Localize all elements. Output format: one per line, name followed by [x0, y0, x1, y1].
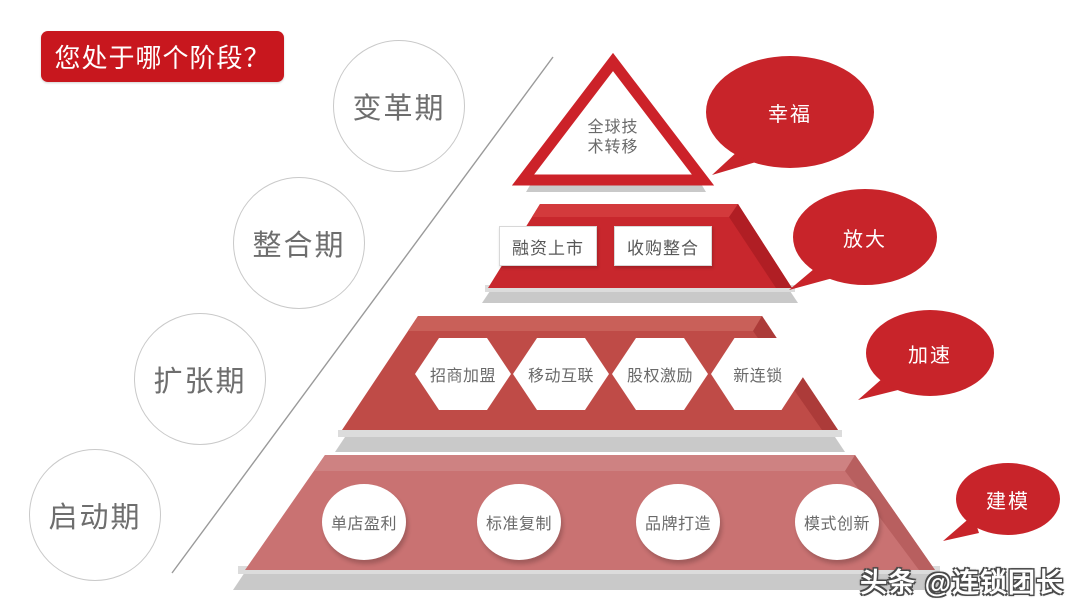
chip-label: 移动互联: [527, 368, 594, 385]
callout-happiness[interactable]: 幸福: [690, 50, 880, 180]
tier-2-item-acquisition[interactable]: 收购整合: [614, 226, 712, 266]
tier-4-item-model-innovation[interactable]: 模式创新: [795, 484, 879, 560]
tier-3-base-shadow: [335, 437, 845, 452]
page-title-badge: 您处于哪个阶段？: [41, 31, 284, 82]
chip-label: 标准复制: [485, 516, 552, 533]
watermark: 头条 @连锁团长: [860, 568, 1064, 598]
callout-amplify[interactable]: 放大: [775, 180, 945, 295]
chip-label: 模式创新: [803, 516, 870, 533]
stage-circle-label: 整合期: [252, 230, 346, 262]
stage-circle-startup[interactable]: 启动期: [29, 449, 161, 581]
tier-3-base-shadow-2: [338, 430, 842, 437]
tier-4-item-standard-replication[interactable]: 标准复制: [477, 484, 561, 560]
tier-4-body: [245, 455, 935, 570]
tier-2-item-financing[interactable]: 融资上市: [499, 226, 597, 266]
tier-3-item-equity-incentive[interactable]: 股权激励: [612, 338, 708, 410]
chip-label: 融资上市: [512, 238, 584, 258]
apex-label-line-1: 全球技: [587, 119, 639, 136]
stage-circle-integration[interactable]: 整合期: [233, 177, 365, 309]
tier-4-top-highlight: [314, 455, 866, 471]
tier-2-base-shadow: [482, 291, 798, 303]
apex-label: 全球技 术转移: [561, 118, 665, 158]
apex-triangle: [511, 52, 715, 186]
callout-bubble: [706, 56, 874, 168]
tier-4-right-bevel: [845, 455, 935, 570]
tier-2-right-bevel: [729, 204, 792, 288]
tier-3-item-new-chain[interactable]: 新连锁: [711, 338, 805, 410]
chip-label: 股权激励: [626, 368, 693, 385]
chip-label: 新连锁: [733, 368, 783, 385]
callout-bubble: [793, 189, 937, 285]
chip-label: 收购整合: [627, 238, 699, 258]
stage-circle-label: 启动期: [48, 502, 142, 534]
callout-modeling[interactable]: 建模: [937, 455, 1065, 547]
stage-circle-label: 变革期: [352, 93, 446, 125]
stage-circle-label: 扩张期: [153, 366, 247, 398]
apex-label-line-2: 术转移: [587, 139, 639, 156]
tier-4-item-brand-building[interactable]: 品牌打造: [636, 484, 720, 560]
callout-bubble: [956, 463, 1060, 535]
stage-circle-transformation[interactable]: 变革期: [333, 40, 465, 172]
stage-circle-expansion[interactable]: 扩张期: [134, 313, 266, 445]
callout-bubble: [866, 310, 994, 396]
tier-4-base-shadow: [233, 572, 945, 590]
page-title: 您处于哪个阶段？: [54, 43, 271, 73]
tier-3-item-franchise[interactable]: 招商加盟: [415, 338, 511, 410]
chip-label: 招商加盟: [429, 368, 496, 385]
tier-4-item-store-profit[interactable]: 单店盈利: [322, 484, 406, 560]
callout-accelerate[interactable]: 加速: [848, 300, 1000, 406]
tier-2-top-highlight: [532, 204, 746, 217]
chip-label: 单店盈利: [330, 516, 397, 533]
tier-3-item-mobile-internet[interactable]: 移动互联: [513, 338, 609, 410]
tier-3-top-highlight: [408, 316, 772, 331]
chip-label: 品牌打造: [644, 516, 711, 533]
